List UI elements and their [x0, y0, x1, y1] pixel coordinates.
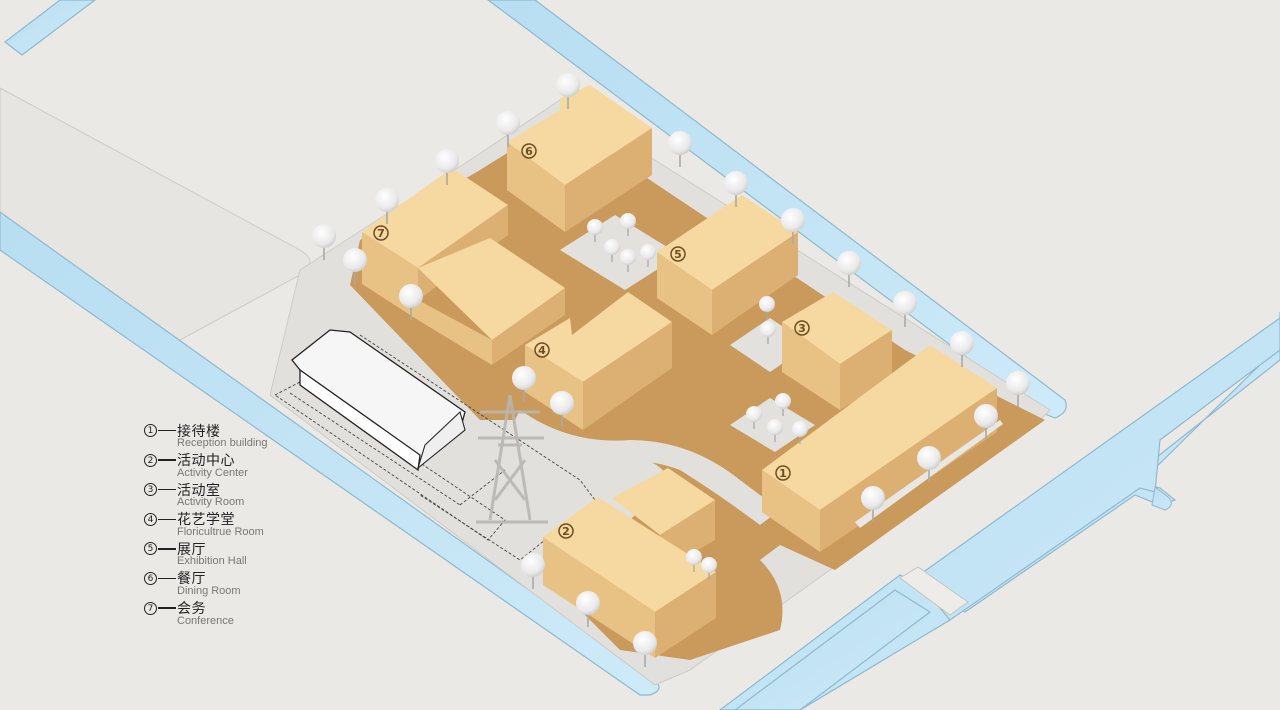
- building-markers: 1 2 3 4 5 6 7: [373, 143, 810, 539]
- building-5-exhibition[interactable]: [657, 195, 798, 335]
- marker-3: 3: [794, 320, 810, 336]
- svg-text:5: 5: [674, 248, 682, 261]
- legend-number: 5: [144, 542, 157, 556]
- legend-label-en: Floricultrue Room: [177, 525, 264, 538]
- legend: 1 接待楼 Reception building 2 活动中心 Activity…: [144, 422, 268, 629]
- canal-bottom-right-main: [914, 317, 1280, 621]
- building-2-activity-center[interactable]: [543, 468, 716, 658]
- legend-label-en: Dining Room: [177, 584, 241, 597]
- garden-plaza-1: [560, 215, 680, 290]
- power-pylon-icon: [476, 394, 548, 524]
- legend-number: 2: [144, 453, 157, 467]
- legend-label-zh: 展厅: [177, 541, 206, 558]
- svg-text:2: 2: [562, 525, 570, 538]
- marker-1: 1: [775, 465, 791, 481]
- legend-dash: [158, 518, 176, 520]
- legend-dash: [158, 548, 176, 550]
- svg-text:3: 3: [798, 322, 806, 335]
- legend-item-3: 3 活动室 Activity Room: [144, 481, 268, 511]
- canal-top-right: [486, 0, 1067, 419]
- canal-top-left: [4, 0, 96, 56]
- legend-label-en: Conference: [177, 614, 234, 627]
- marker-5: 5: [670, 246, 686, 262]
- marker-7: 7: [373, 225, 389, 241]
- marker-4: 4: [534, 342, 550, 358]
- legend-number: 4: [144, 512, 157, 526]
- marker-6: 6: [521, 143, 537, 159]
- wood-paving: [350, 120, 1045, 660]
- legend-item-5: 5 展厅 Exhibition Hall: [144, 540, 268, 570]
- bridge: [899, 566, 969, 616]
- canal-bottom-segment: [734, 589, 932, 710]
- legend-dash: [158, 459, 176, 461]
- svg-text:4: 4: [538, 344, 546, 357]
- building-1-reception[interactable]: [762, 345, 997, 552]
- legend-label-zh: 花艺学堂: [177, 512, 235, 529]
- legend-item-2: 2 活动中心 Activity Center: [144, 452, 268, 482]
- legend-dash: [158, 429, 176, 432]
- building-6-dining[interactable]: [507, 85, 652, 232]
- svg-text:7: 7: [377, 227, 385, 240]
- svg-text:1: 1: [779, 467, 787, 480]
- legend-item-1: 1 接待楼 Reception building: [144, 422, 268, 452]
- legend-label-en: Reception building: [177, 437, 268, 449]
- legend-label-zh: 餐厅: [177, 571, 206, 588]
- legend-label-zh: 活动室: [177, 482, 221, 499]
- legend-dash: [158, 577, 176, 580]
- legend-number: 1: [144, 424, 157, 437]
- existing-building: [291, 329, 466, 472]
- legend-label-en: Activity Center: [177, 466, 248, 479]
- legend-item-6: 6 餐厅 Dining Room: [144, 570, 268, 600]
- legend-label-en: Exhibition Hall: [177, 555, 247, 568]
- legend-label-en: Activity Room: [177, 496, 245, 509]
- svg-text:6: 6: [525, 145, 533, 158]
- legend-item-4: 4 花艺学堂 Floricultrue Room: [144, 511, 268, 541]
- legend-number: 6: [144, 571, 157, 585]
- building-3-activity-room[interactable]: [782, 292, 892, 410]
- legend-number: 3: [144, 483, 157, 497]
- legend-label-zh: 活动中心: [177, 453, 235, 470]
- canal-stub: [1151, 486, 1172, 511]
- curved-walkway: [510, 410, 780, 525]
- legend-dash: [158, 607, 176, 609]
- marker-2: 2: [558, 523, 574, 539]
- legend-label-zh: 接待楼: [177, 423, 221, 440]
- legend-label-zh: 会务: [177, 601, 206, 618]
- legend-item-7: 7 会务 Conference: [144, 600, 268, 630]
- legend-dash: [158, 489, 176, 491]
- legend-number: 7: [144, 601, 157, 615]
